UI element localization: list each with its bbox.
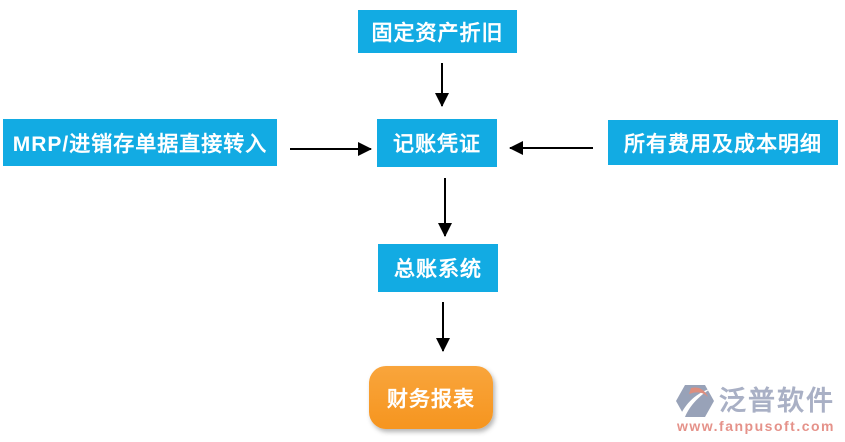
node-expenses-cost-detail: 所有费用及成本明细 [608, 120, 838, 165]
watermark-url-text: www.fanpusoft.com [677, 418, 835, 434]
node-financial-report: 财务报表 [369, 366, 493, 429]
node-general-ledger-system: 总账系统 [378, 244, 498, 292]
node-mrp-inventory-transfer: MRP/进销存单据直接转入 [3, 119, 277, 166]
watermark: 泛普软件 www.fanpusoft.com [674, 384, 835, 433]
fanpu-logo-icon [676, 385, 714, 417]
node-fixed-asset-depreciation: 固定资产折旧 [358, 10, 517, 53]
node-accounting-voucher: 记账凭证 [377, 119, 497, 167]
watermark-brand-text: 泛普软件 [719, 385, 835, 416]
watermark-row: 泛普软件 [674, 384, 835, 418]
